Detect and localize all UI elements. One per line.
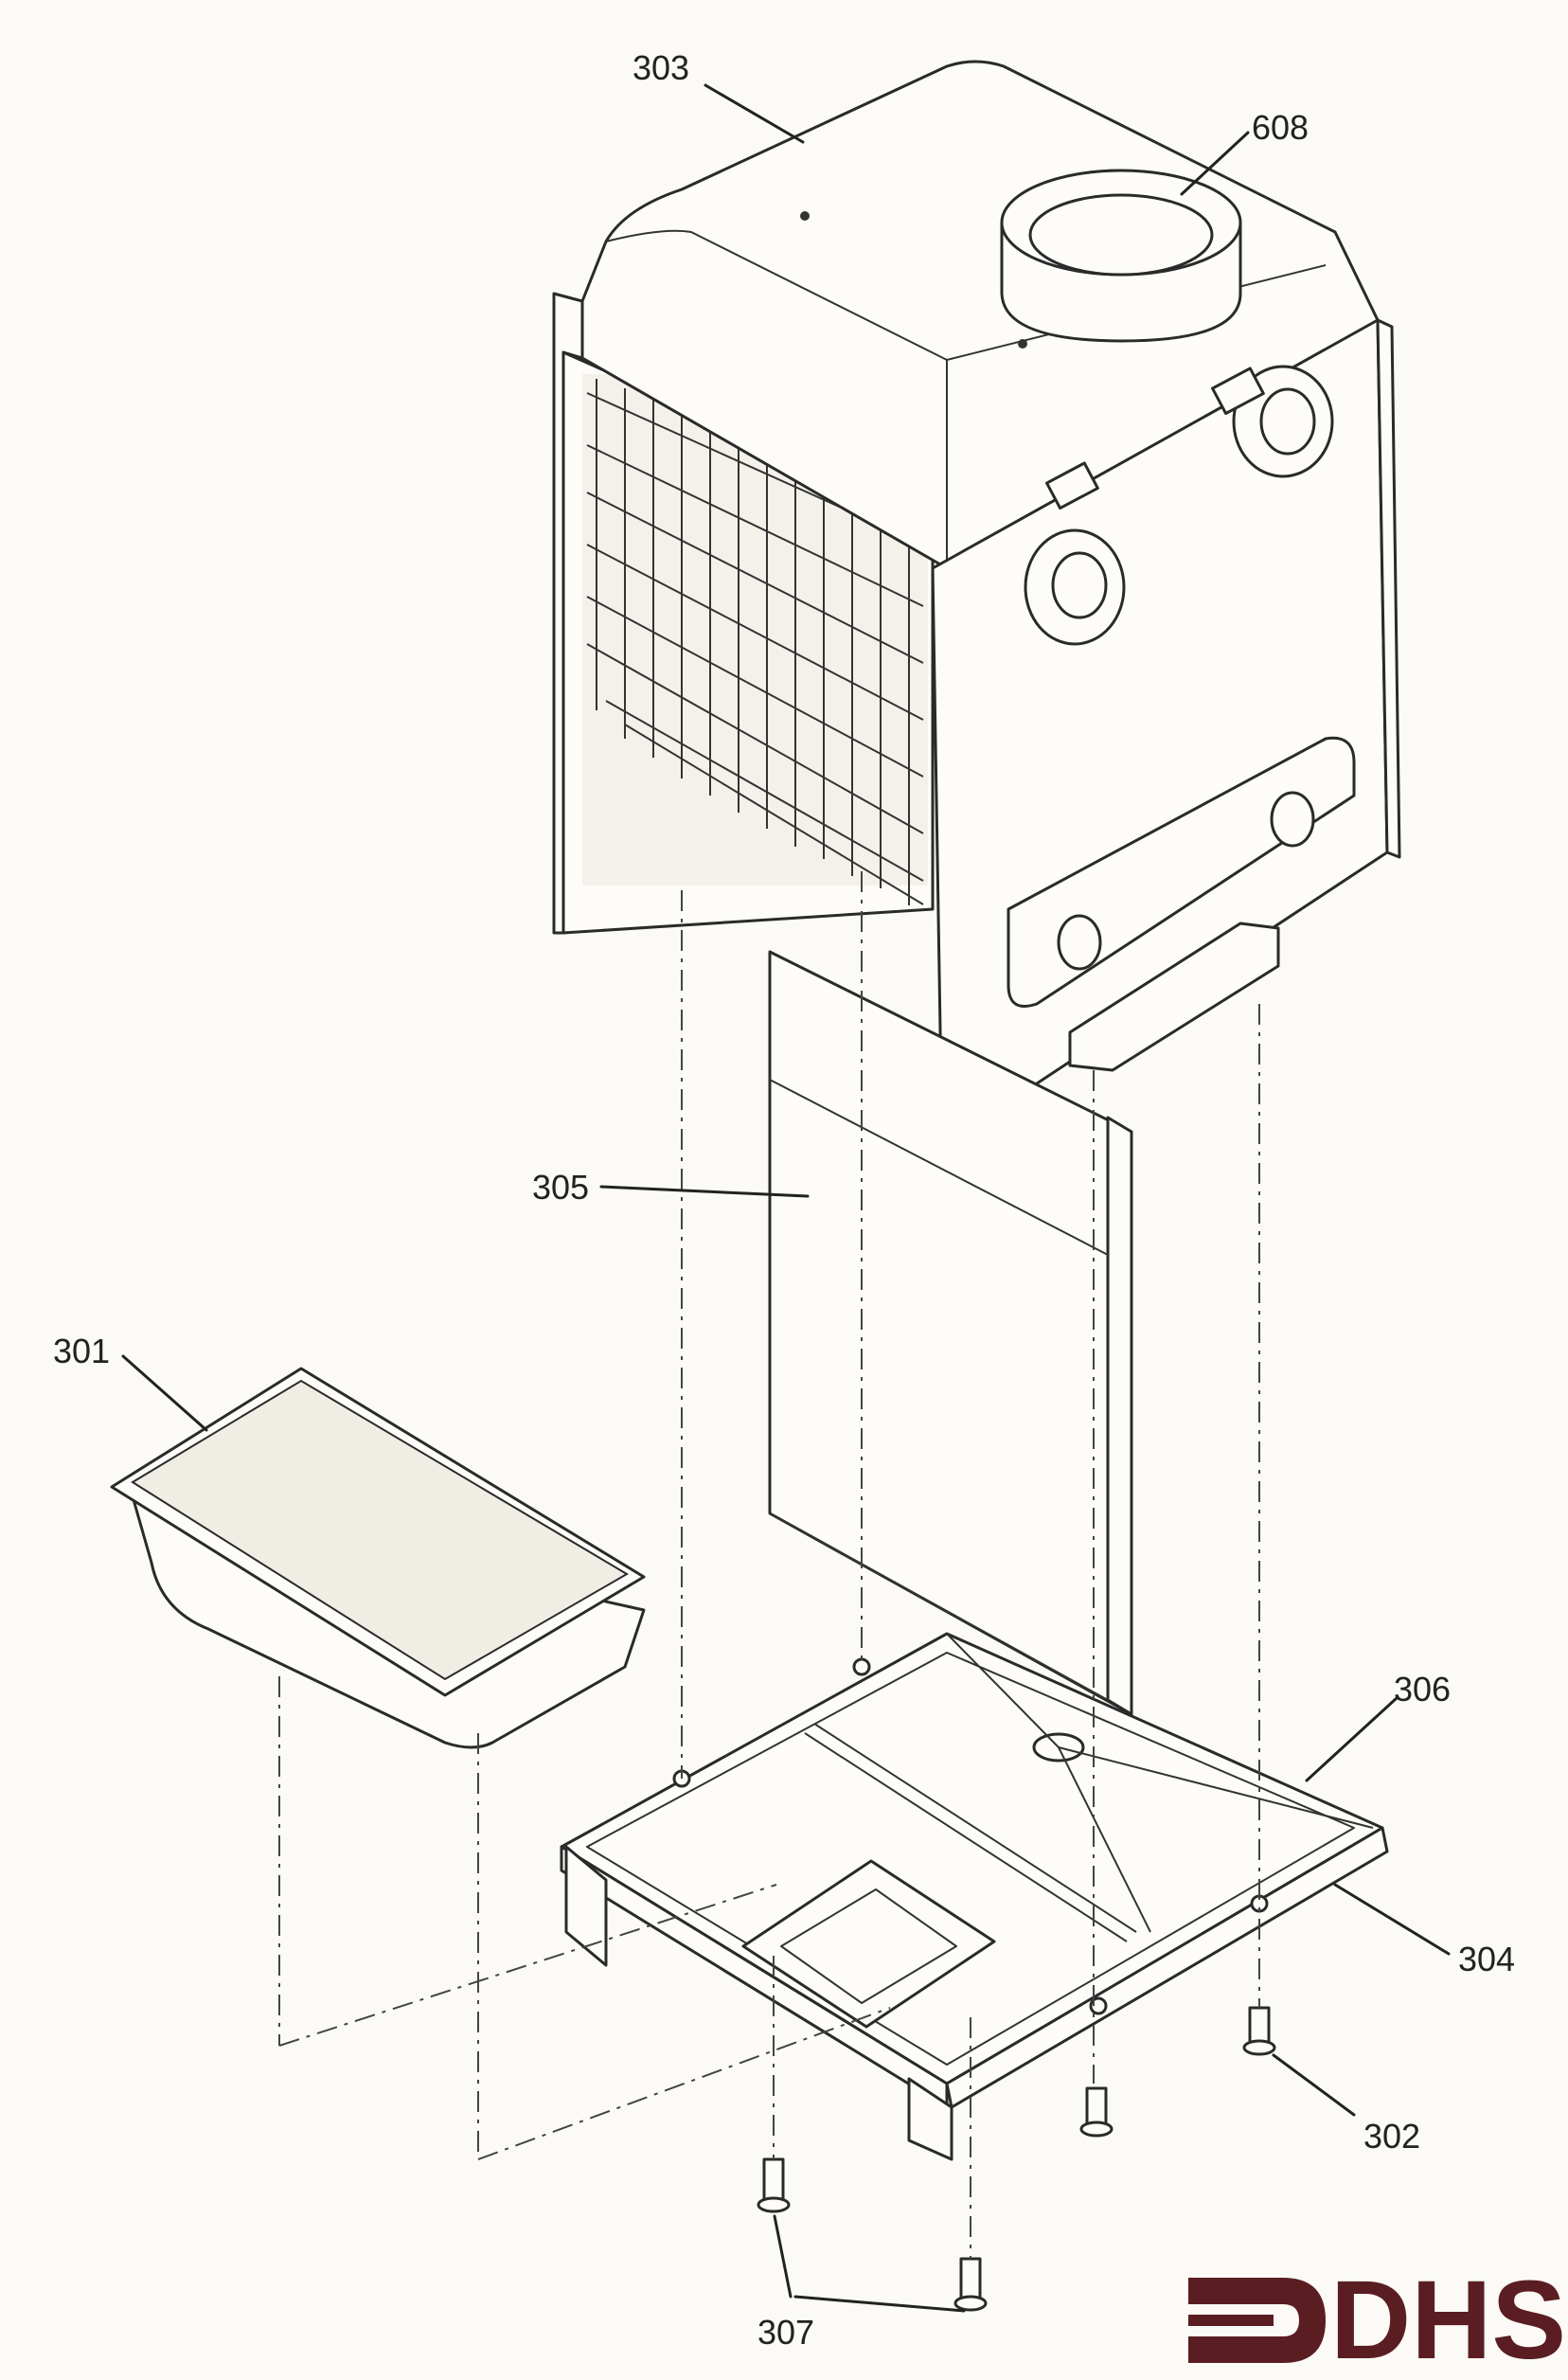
dhs-logo-text: DHS — [1330, 2258, 1566, 2380]
heat-exchanger-303 — [552, 60, 1401, 1148]
label-302: 302 — [1363, 2117, 1420, 2156]
dhs-logo: DHS — [1188, 2258, 1566, 2380]
label-608: 608 — [1252, 108, 1309, 147]
burner-301 — [110, 1367, 646, 1749]
base-tray-304 — [560, 1632, 1389, 2161]
label-306: 306 — [1394, 1670, 1451, 1709]
screw-302 — [1242, 2006, 1276, 2056]
insulation-panel-305 — [768, 950, 1133, 1716]
screw-302-b — [1079, 2086, 1114, 2138]
flue-outlet-608 — [1000, 169, 1242, 343]
callout-labels: 303 608 305 301 306 304 302 307 — [53, 48, 1515, 2352]
screw-307-a — [757, 2157, 791, 2213]
label-303: 303 — [633, 48, 689, 87]
assembly-guide-lines — [278, 871, 1260, 2259]
screw-307-b — [953, 2257, 988, 2312]
dhs-logo-arrow-icon — [1188, 2278, 1326, 2363]
callout-leaders — [121, 83, 1451, 2313]
label-305: 305 — [532, 1168, 589, 1207]
label-304: 304 — [1458, 1940, 1515, 1978]
label-301: 301 — [53, 1332, 110, 1370]
label-307: 307 — [757, 2313, 814, 2352]
